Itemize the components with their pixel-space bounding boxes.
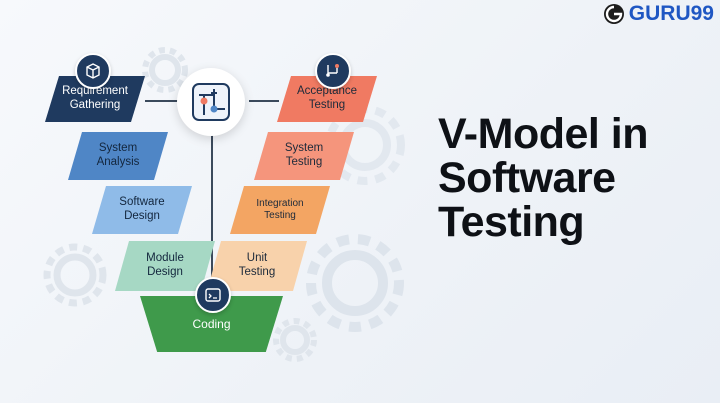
- stage-software-design: Software Design: [92, 186, 192, 234]
- background-gear-icon: [142, 47, 188, 93]
- background-gear-icon: [273, 318, 317, 362]
- brand-name: GURU99: [628, 2, 714, 25]
- code-terminal-icon: [195, 277, 231, 313]
- brand-logo: GURU99: [603, 2, 714, 26]
- stage-label: Software Design: [119, 196, 165, 222]
- stage-label: Module Design: [146, 252, 184, 278]
- stage-label: Integration Testing: [256, 198, 304, 221]
- guru99-logo-icon: [603, 4, 624, 24]
- stage-label: System Testing: [284, 142, 324, 168]
- connector-line-right: [249, 100, 279, 102]
- page-title: V-Model in Software Testing: [438, 110, 649, 246]
- background-gear-icon: [306, 234, 404, 332]
- stage-system-testing: System Testing: [254, 132, 354, 180]
- stage-system-analysis: System Analysis: [68, 132, 168, 180]
- stage-label: Coding: [192, 316, 231, 331]
- stage-label: Requirement Gathering: [62, 85, 128, 111]
- connector-line-vertical: [211, 130, 213, 280]
- stage-label: Unit Testing: [238, 252, 276, 278]
- background-gear-icon: [43, 243, 107, 307]
- document-cube-icon: [75, 53, 111, 89]
- flowchart-icon: [315, 53, 351, 89]
- circuit-diagram-icon: [177, 68, 245, 136]
- connector-line-left: [145, 100, 180, 102]
- stage-label: Acceptance Testing: [296, 85, 358, 111]
- stage-label: System Analysis: [96, 142, 140, 168]
- stage-integration-testing: Integration Testing: [230, 186, 330, 234]
